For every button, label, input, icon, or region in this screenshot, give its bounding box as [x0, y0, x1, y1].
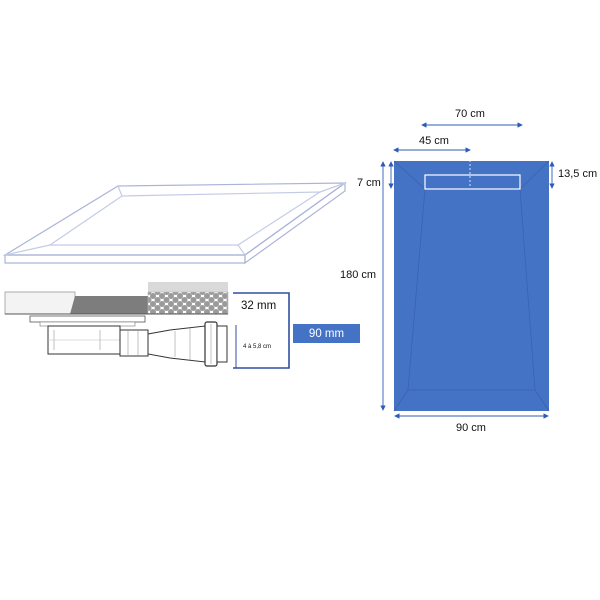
shower-tray-outline-icon — [2, 181, 347, 265]
width-label: 90 cm — [456, 422, 486, 434]
thickness-bracket — [233, 292, 290, 369]
tray-top-view — [393, 160, 550, 412]
thickness-label: 32 mm — [241, 300, 276, 312]
drain-width-label: 13,5 cm — [558, 168, 597, 180]
length-label: 180 cm — [340, 269, 376, 281]
drain-top-label: 7 cm — [357, 177, 381, 189]
drain-offset-label: 45 cm — [419, 135, 449, 147]
drain-siphon-icon — [4, 282, 229, 367]
drain-channel — [424, 174, 521, 190]
drain-length-label: 70 cm — [455, 108, 485, 120]
height-range-label: 4 à 5,8 cm — [243, 344, 271, 350]
thickness-badge: 90 mm — [293, 324, 360, 343]
